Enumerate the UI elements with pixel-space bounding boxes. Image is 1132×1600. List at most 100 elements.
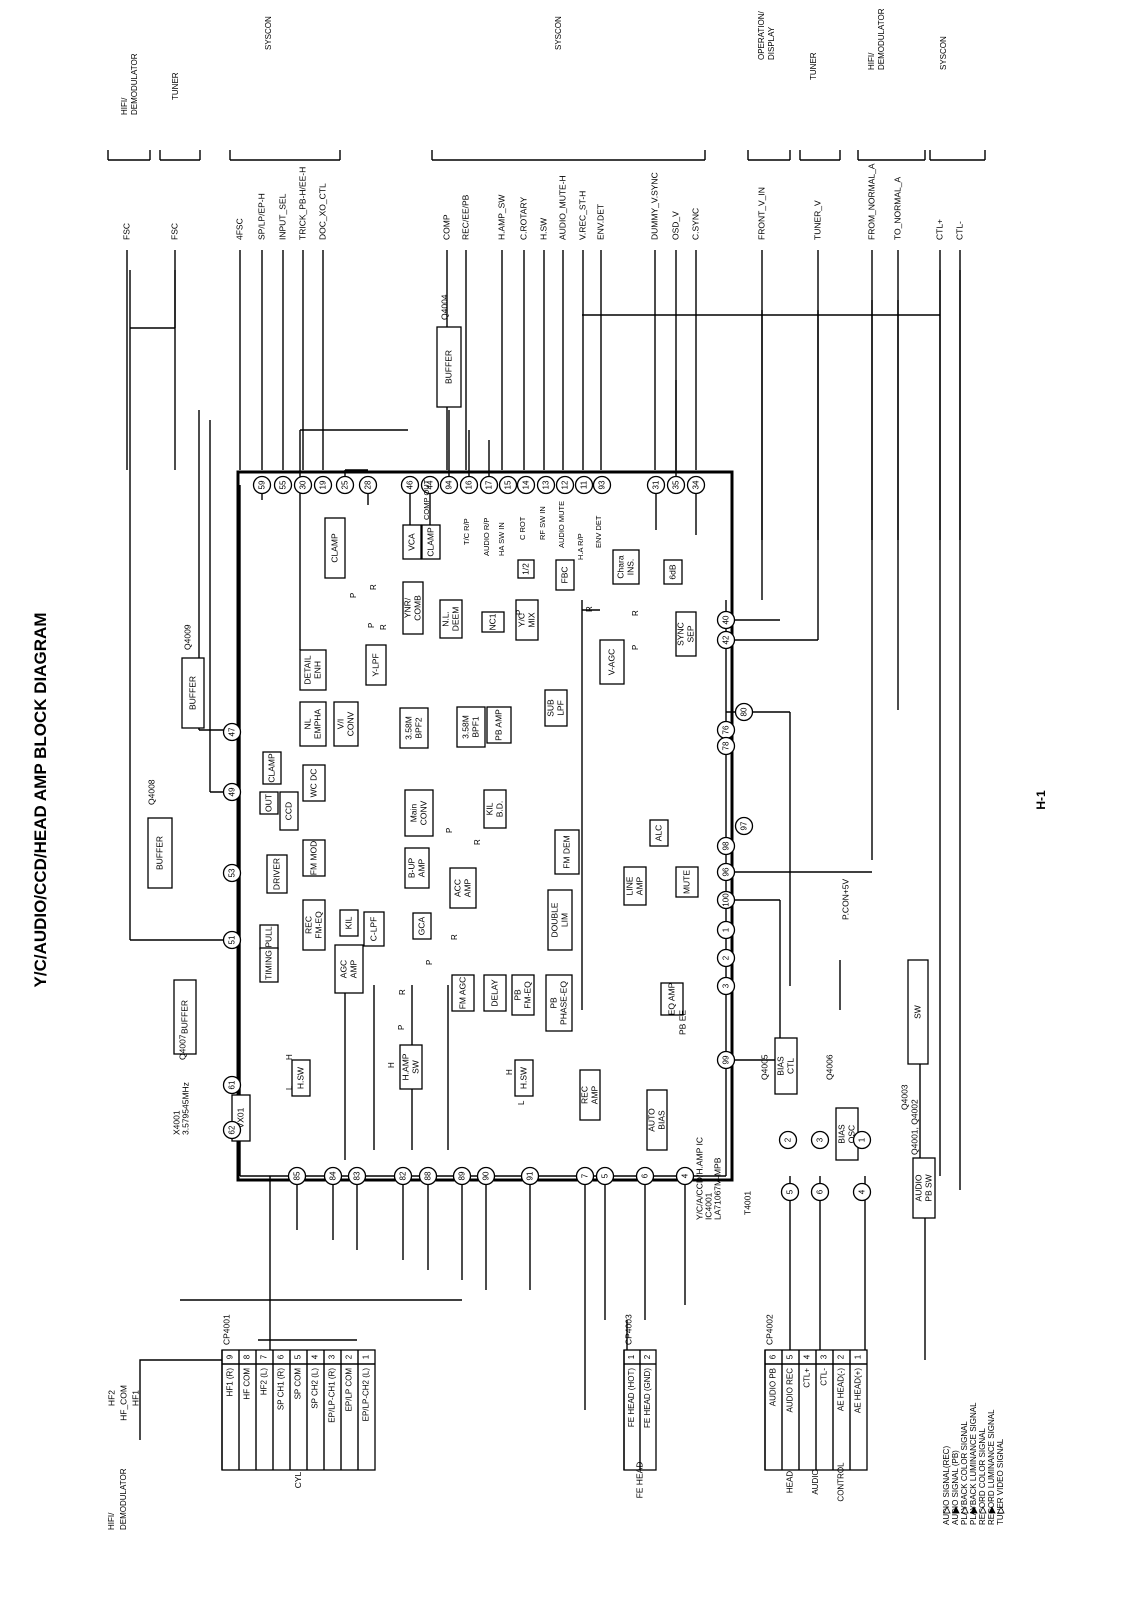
block-label: EQ AMP bbox=[666, 982, 676, 1015]
ref-q4009: Q4009 bbox=[182, 624, 192, 650]
switch-letter-r: R bbox=[473, 839, 482, 845]
ic-pin-number: 35 bbox=[672, 480, 681, 489]
block-label: KIL bbox=[343, 916, 353, 929]
block-label: AMP bbox=[348, 959, 358, 978]
connector-label: FE HEAD (GND) bbox=[643, 1368, 652, 1428]
legend-arrow-icon bbox=[952, 1506, 960, 1514]
ic-pin-label: AUDIO R/P bbox=[482, 518, 491, 556]
block-label: PB SW bbox=[923, 1174, 933, 1201]
block-hsw1: H.SW bbox=[291, 1059, 311, 1097]
legend-label: RECORD COLOR SIGNAL bbox=[978, 1428, 987, 1525]
ref-x4001: X4001 bbox=[171, 1110, 181, 1135]
top-signal-label: C.ROTARY bbox=[518, 197, 528, 240]
connector-pin: 4 bbox=[311, 1354, 320, 1359]
block-label: Y/C bbox=[516, 613, 526, 627]
connector-ref: CP4001 bbox=[221, 1314, 231, 1345]
ic-pin: 16 bbox=[459, 475, 479, 495]
block-sw: SW bbox=[907, 959, 929, 1065]
block-label: BPF1 bbox=[470, 716, 480, 738]
block-buffer-q4009: BUFFER bbox=[181, 657, 205, 729]
ic-pin-number: 12 bbox=[561, 480, 570, 489]
legend-label: AUDIO SIGNAL(REC) bbox=[942, 1446, 951, 1525]
legend-label: PLAYBACK COLOR SIGNAL bbox=[960, 1421, 969, 1525]
ic-pin-number: 2 bbox=[722, 955, 731, 960]
block-label: NL bbox=[302, 718, 312, 729]
block-hsw2: H.SW bbox=[514, 1059, 534, 1097]
connector-label: CTL- bbox=[820, 1368, 829, 1386]
ic-pin-number: 25 bbox=[341, 480, 350, 489]
legend-item: PLAYBACK LUMINANCE SIGNAL bbox=[969, 1402, 978, 1525]
ref-q4001-2: Q4001, Q4002 bbox=[909, 1099, 919, 1155]
ic-pin-number: 59 bbox=[258, 480, 267, 489]
legend-item: RECORD COLOR SIGNAL bbox=[978, 1428, 987, 1525]
ic-pin: 46 bbox=[400, 475, 420, 495]
block-label: COMB bbox=[412, 595, 422, 621]
block-label: LINE bbox=[624, 876, 634, 895]
ic-pin: 49 bbox=[222, 782, 242, 802]
ic-pin-label: T/C R/P bbox=[462, 518, 471, 545]
ic-pin: 94 bbox=[439, 475, 459, 495]
connector-pin: 1 bbox=[854, 1354, 863, 1359]
switch-letter-p: P bbox=[445, 828, 454, 833]
connector-label: CTL+ bbox=[803, 1368, 812, 1388]
ic-pin: 61 bbox=[222, 1075, 242, 1095]
block-label: ACC bbox=[452, 879, 462, 897]
ic-pin-number: 46 bbox=[406, 480, 415, 489]
legend-item: PLAYBACK COLOR SIGNAL bbox=[960, 1421, 969, 1525]
group-label: HIFI/ bbox=[867, 52, 876, 70]
ic-pin: 11 bbox=[574, 475, 594, 495]
block-label: CONV bbox=[418, 800, 428, 825]
block-label: BUFFER bbox=[179, 1000, 189, 1034]
block-vca: VCA bbox=[402, 524, 422, 560]
block-label: FM DEM bbox=[561, 835, 571, 869]
ic-pin: 62 bbox=[222, 1120, 242, 1140]
top-signal-label: TUNER_V bbox=[812, 200, 822, 240]
ic-pin-number: 4 bbox=[681, 1173, 690, 1178]
block-label: BUFFER bbox=[443, 350, 453, 384]
ic-pin-label: H.A R/P bbox=[576, 533, 585, 560]
diagram-title: Y/C/AUDIO/CCD/HEAD AMP BLOCK DIAGRAM bbox=[31, 613, 50, 988]
ic-pin-label: ENV DET bbox=[594, 515, 603, 548]
legend-item: AUDIO SIGNAL(REC) bbox=[942, 1446, 951, 1525]
block-fbc: FBC bbox=[555, 559, 575, 591]
group-label: SYSCON bbox=[264, 16, 273, 50]
ic-pin-number: 17 bbox=[485, 480, 494, 489]
block-label: MUTE bbox=[681, 870, 691, 894]
block-pb-amp: PB AMP bbox=[486, 706, 512, 744]
connector-pin: 5 bbox=[786, 1354, 795, 1359]
ref-t4001: T4001 bbox=[742, 1191, 752, 1215]
connector-pin: 7 bbox=[260, 1354, 269, 1359]
ic-pin-number: 96 bbox=[722, 867, 731, 876]
switch-letter-r: R bbox=[379, 624, 388, 630]
left-group-label: HIFI/ bbox=[107, 1512, 116, 1530]
switch-letter-p: P bbox=[631, 645, 640, 650]
switch-letter-r: R bbox=[369, 584, 378, 590]
connector-name: FE HEAD bbox=[634, 1462, 644, 1499]
group-label: DEMODULATOR bbox=[130, 53, 139, 115]
block-fm-mod: FM MOD bbox=[302, 839, 326, 877]
ref-ic-line2: IC4001 bbox=[703, 1192, 713, 1220]
ic-pin-number: 13 bbox=[542, 480, 551, 489]
ic-pin: 98 bbox=[716, 836, 736, 856]
switch-letter-r: R bbox=[450, 934, 459, 940]
ic-pin: 97 bbox=[734, 816, 754, 836]
ic-pin-number: 78 bbox=[722, 741, 731, 750]
block-label: SW bbox=[410, 1060, 420, 1074]
switch-letter-l: L bbox=[517, 1100, 526, 1105]
ic-pin-number: 30 bbox=[299, 480, 308, 489]
block-label: CTL bbox=[785, 1058, 795, 1074]
top-signal-label: TO_NORMAL_A bbox=[892, 177, 902, 240]
legend-arrow-icon bbox=[943, 1506, 951, 1514]
block-label: EMPHA bbox=[312, 709, 322, 740]
block-label: BIAS bbox=[836, 1124, 846, 1144]
ic-pin: 53 bbox=[222, 863, 242, 883]
